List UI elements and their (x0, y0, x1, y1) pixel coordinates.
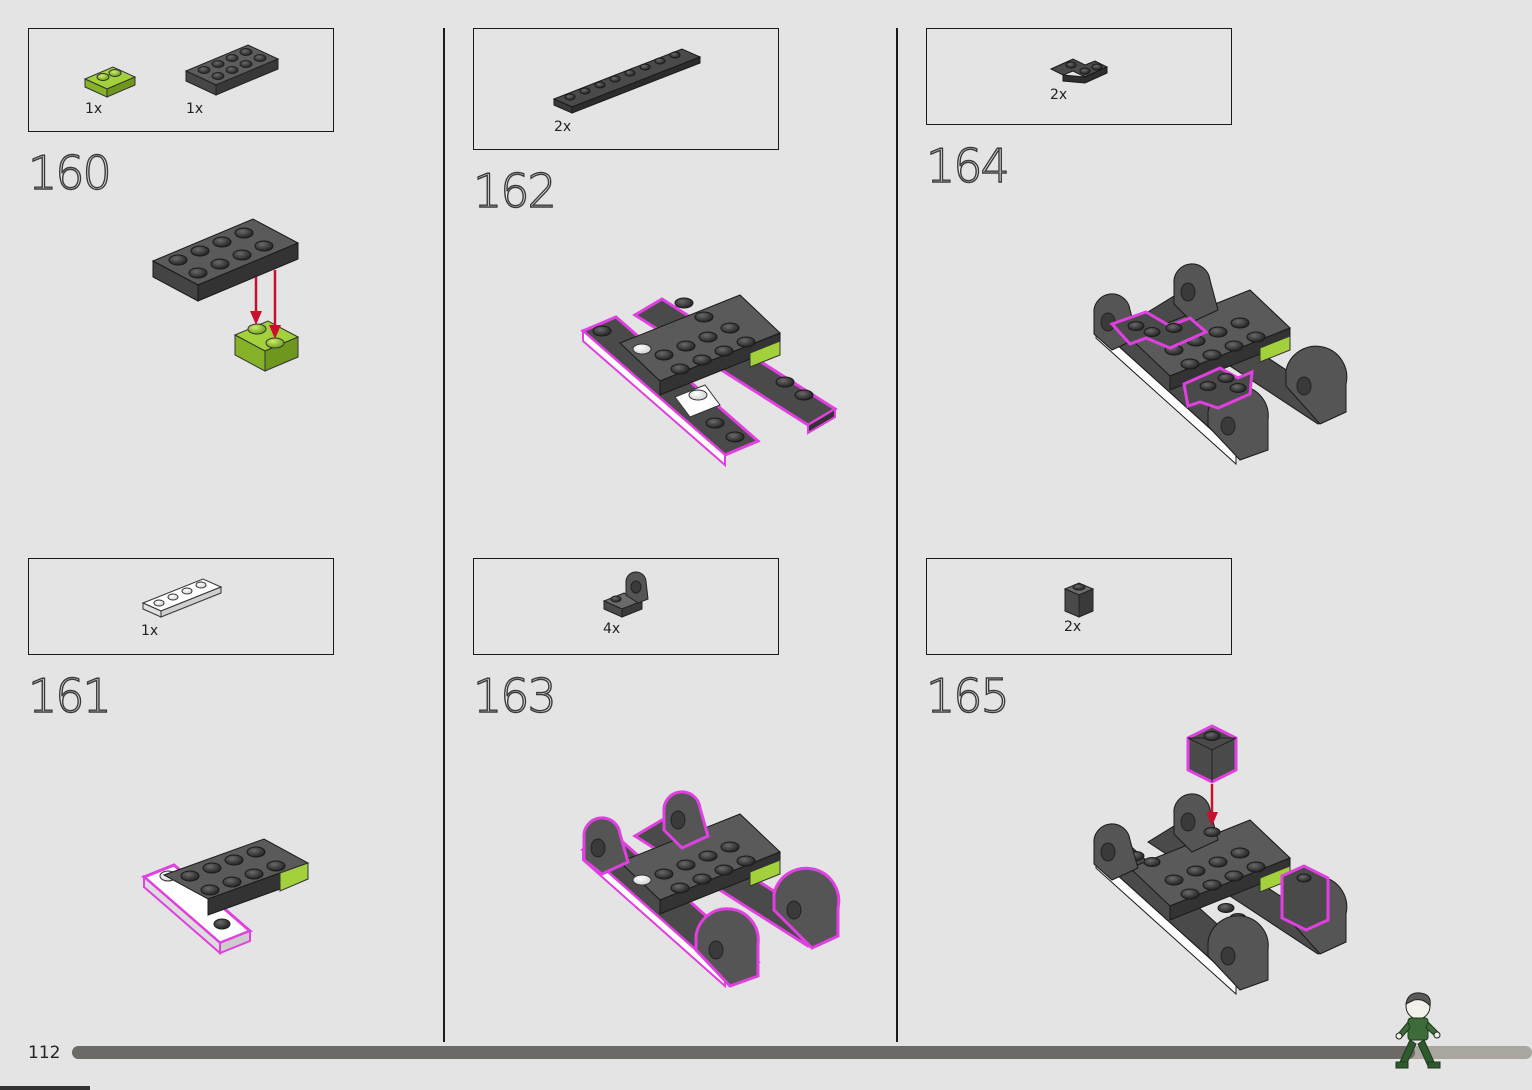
bottom-edge-mark (0, 1086, 90, 1090)
model-step-161 (140, 835, 315, 960)
model-step-160 (150, 215, 310, 375)
dark-plate-1x8-icon (552, 45, 702, 117)
white-plate-1x4-icon (141, 575, 223, 621)
parts-callout-164: 2x (926, 28, 1232, 125)
part-qty: 1x (141, 623, 158, 639)
brick-1x1-icon (1063, 579, 1097, 619)
parts-callout-165: 2x (926, 558, 1232, 655)
dark-corner-plate-icon (1049, 51, 1111, 89)
progress-bar-fill (72, 1046, 1415, 1059)
model-step-165 (1090, 722, 1350, 1000)
model-step-163 (580, 790, 845, 1000)
part-qty: 1x (85, 101, 102, 117)
walking-figure-icon (1390, 990, 1446, 1074)
model-step-164 (1090, 262, 1350, 467)
parts-callout-161: 1x (28, 558, 334, 655)
step-number-161: 161 (28, 673, 110, 719)
column-divider-1 (443, 28, 445, 1042)
step-number-160: 160 (28, 150, 110, 196)
bracket-plate-icon (602, 575, 652, 619)
parts-callout-162: 2x (473, 28, 779, 150)
column-divider-2 (896, 28, 898, 1042)
part-qty: 2x (1050, 87, 1067, 103)
lime-plate-1x2-icon (83, 65, 139, 99)
step-number-162: 162 (473, 168, 555, 214)
page-number: 112 (28, 1043, 60, 1063)
step-number-163: 163 (473, 673, 555, 719)
part-qty: 2x (1064, 619, 1081, 635)
model-step-162 (580, 285, 845, 470)
parts-callout-160: 1x 1x (28, 28, 334, 132)
step-number-165: 165 (926, 673, 1008, 719)
part-qty: 4x (603, 621, 620, 637)
part-qty: 1x (186, 101, 203, 117)
dark-plate-2x4-icon (184, 43, 280, 101)
step-number-164: 164 (926, 143, 1008, 189)
part-qty: 2x (554, 119, 571, 135)
parts-callout-163: 4x (473, 558, 779, 655)
